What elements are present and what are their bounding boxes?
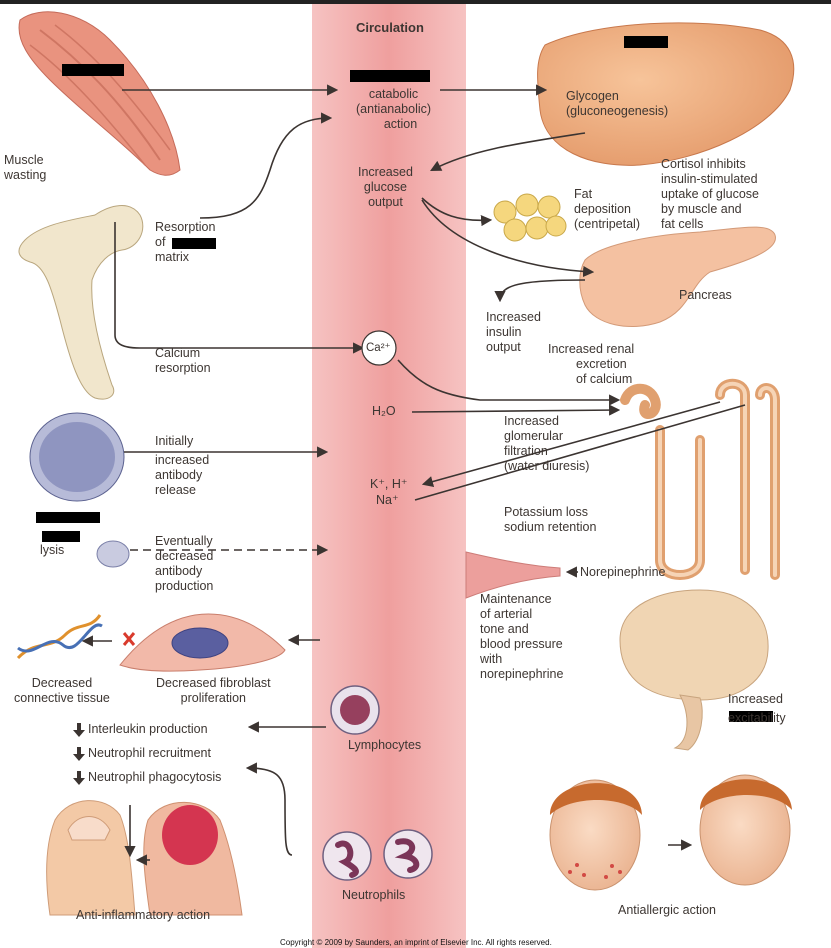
face-clear-illustration — [699, 774, 792, 886]
neutrophil-phagocytosis-label: Neutrophil phagocytosis — [88, 770, 222, 784]
neutrophils-illustration — [322, 829, 433, 881]
water-label: H₂O — [372, 404, 396, 418]
neutrophil-recruitment-label: Neutrophil recruitment — [88, 746, 211, 760]
anti-inflammatory-label: Anti-inflammatory action — [76, 908, 211, 922]
fibroblast-illustration — [119, 613, 286, 672]
circulation-column — [312, 4, 466, 948]
antiallergic-label: Antiallergic action — [618, 903, 716, 917]
redaction-bar — [624, 36, 668, 48]
top-border — [0, 0, 831, 4]
normal-finger-illustration — [46, 800, 136, 916]
lysis-label: lysis — [40, 543, 65, 557]
lymphocytes-label: Lymphocytes — [348, 738, 422, 752]
lymph-node-illustration — [29, 412, 125, 502]
interleukin-label: Interleukin production — [88, 722, 208, 736]
face-with-rash-illustration — [549, 779, 642, 891]
dna-illustration — [16, 614, 103, 660]
glycogen-label: Glycogen(gluconeogenesis) — [566, 89, 669, 118]
redaction-bar — [350, 70, 430, 82]
muscle-illustration — [18, 11, 181, 176]
catabolic-label: catabolic(antianabolic)action — [356, 87, 432, 131]
norepinephrine-label: Norepinephrine — [580, 565, 666, 579]
fat-cells-illustration — [493, 193, 567, 242]
down-arrow-icons — [73, 723, 85, 785]
neutrophils-label: Neutrophils — [342, 888, 406, 902]
brain-illustration — [619, 589, 769, 751]
vessel-illustration — [465, 551, 561, 599]
redaction-bar — [172, 238, 216, 249]
redaction-bar — [36, 512, 100, 523]
femur-illustration — [18, 205, 144, 400]
pancreas-label: Pancreas — [679, 288, 732, 302]
blocked-x-icon — [122, 632, 136, 646]
calcium-ion-label: Ca²⁺ — [366, 342, 391, 354]
circulation-label: Circulation — [356, 20, 424, 35]
lysed-cell — [96, 540, 130, 568]
inflamed-finger-illustration — [143, 801, 243, 916]
arrows — [81, 84, 746, 866]
calcium-circle — [361, 330, 397, 366]
redaction-bar — [42, 531, 80, 542]
redaction-bar — [729, 711, 773, 722]
potassium-hydrogen-label: K⁺, H⁺ — [370, 477, 408, 491]
copyright-label: Copyright © 2009 by Saunders, an imprint… — [280, 938, 552, 947]
redaction-bar — [62, 64, 124, 76]
liver-illustration — [537, 22, 795, 166]
lymphocyte-illustration — [330, 685, 380, 735]
sodium-label: Na⁺ — [376, 493, 399, 507]
pancreas-illustration — [579, 226, 776, 328]
